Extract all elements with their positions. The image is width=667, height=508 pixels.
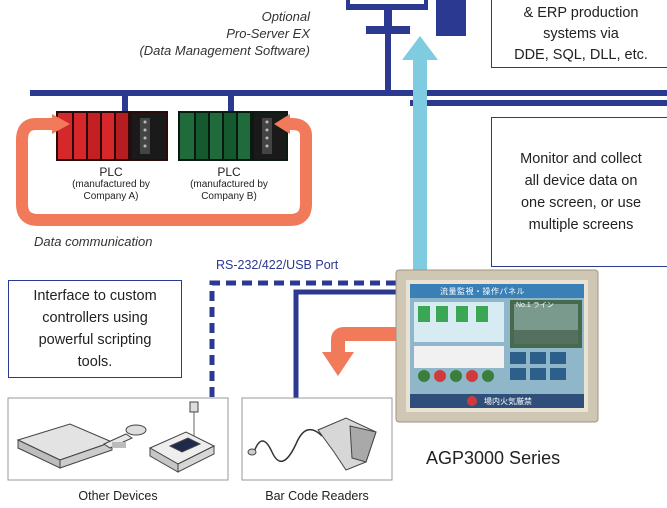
interface-line2: controllers using (42, 310, 148, 326)
plc-a-sub1: (manufactured by (72, 179, 150, 190)
plc-a-label: PLC (manufactured by Company A) (58, 165, 164, 203)
agp-series-label: AGP3000 Series (426, 448, 561, 468)
plc-b-image (178, 111, 288, 161)
other-devices-image (7, 397, 229, 481)
plc-a-title: PLC (99, 165, 123, 179)
bar-code-reader-image (241, 397, 393, 481)
plc-a-drop (122, 96, 128, 112)
plc-b-drop (228, 96, 234, 112)
plc-b-sub1: (manufactured by (190, 179, 268, 190)
plc-a-sub2: Company A) (83, 191, 139, 202)
monitor-line1: Monitor and collect (520, 151, 642, 167)
orange-arrow-to-reader (322, 327, 400, 376)
port-label: RS-232/422/USB Port (216, 258, 339, 272)
other-devices-label: Other Devices (78, 489, 158, 503)
plc-b-title: PLC (217, 165, 241, 179)
monitor-line3: one screen, or use (520, 195, 642, 211)
data-communication-label: Data communication (34, 234, 153, 249)
interface-box: Interface to custom controllers using po… (8, 280, 182, 378)
plc-a-image (56, 111, 168, 161)
erp-line2: systems via (543, 25, 619, 42)
erp-line1: & ERP production (523, 4, 639, 21)
serial-lines (209, 280, 398, 398)
plc-b-label: PLC (manufactured by Company B) (176, 165, 282, 203)
monitor-line2: all device data on (524, 173, 638, 189)
software-line2: Pro-Server EX (226, 26, 310, 41)
data-communication-loop (16, 118, 312, 226)
monitor-line4: multiple screens (528, 217, 634, 233)
software-label: Optional Pro-Server EX (Data Management … (100, 8, 310, 59)
server-stem (385, 34, 391, 94)
plc-b-sub2: Company B) (201, 191, 257, 202)
hmi-screen-title: 流量監視・操作パネル (440, 287, 525, 296)
network-bus-lower (410, 100, 667, 106)
erp-line3: DDE, SQL, DLL, etc. (514, 46, 648, 63)
bar-code-readers-label: Bar Code Readers (265, 489, 369, 503)
erp-box: & ERP production systems via DDE, SQL, D… (491, 0, 667, 68)
light-blue-double-arrow (402, 36, 438, 304)
monitor-box: Monitor and collect all device data on o… (491, 117, 667, 267)
loop-arrowhead-right (274, 114, 290, 134)
interface-line1: Interface to custom (33, 288, 157, 304)
hmi-screen-sub: No.1 ライン (516, 302, 554, 309)
software-line3: (Data Management Software) (139, 43, 310, 58)
network-bus (30, 90, 667, 96)
loop-arrowhead-left (52, 114, 70, 134)
software-line1: Optional (261, 9, 310, 24)
interface-line4: tools. (77, 354, 113, 370)
server-monitor-icon (346, 0, 466, 36)
hmi-screen-bottom: 場内火気厳禁 (484, 397, 532, 406)
agp3000-panel-image (395, 269, 599, 423)
interface-line3: powerful scripting (38, 332, 152, 348)
